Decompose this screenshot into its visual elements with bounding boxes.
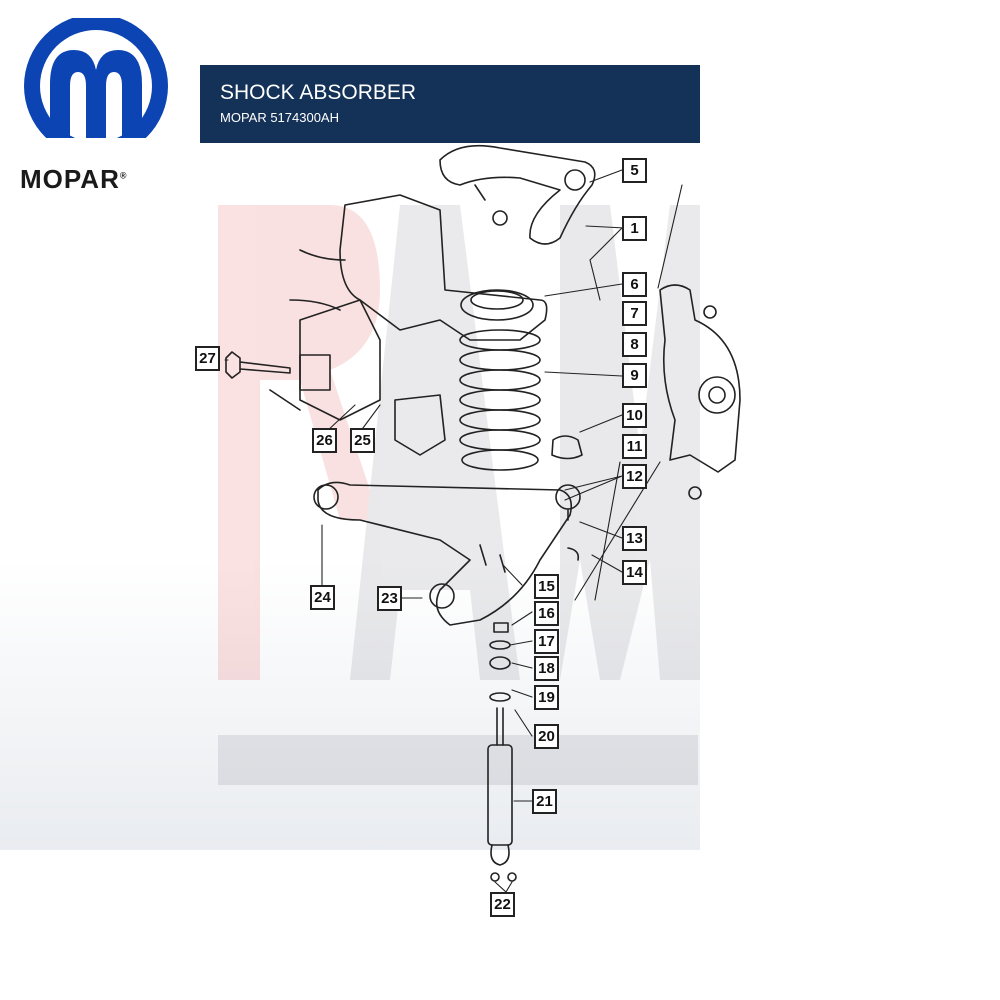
part-title: SHOCK ABSORBER [220, 81, 417, 104]
spring-seat [460, 289, 534, 321]
callout-7: 7 [622, 301, 647, 326]
coil-spring [459, 329, 541, 471]
callout-24: 24 [310, 585, 335, 610]
mopar-wordmark: MOPAR® [20, 164, 128, 194]
bolt-27 [225, 351, 291, 379]
callout-5: 5 [622, 158, 647, 183]
mopar-m-icon [14, 18, 184, 158]
callout-16: 16 [534, 601, 559, 626]
callout-9: 9 [622, 363, 647, 388]
mopar-logo: MOPAR® [14, 18, 184, 194]
part-number: MOPAR 5174300AH [220, 110, 339, 125]
callout-23: 23 [377, 586, 402, 611]
callout-20: 20 [534, 724, 559, 749]
steering-knuckle [659, 284, 741, 473]
callout-27: 27 [195, 346, 220, 371]
shock-rod [496, 707, 504, 746]
callout-19: 19 [534, 685, 559, 710]
nut-22-right [507, 872, 517, 882]
callout-11: 11 [622, 434, 647, 459]
callout-17: 17 [534, 629, 559, 654]
frame-rail [299, 299, 381, 421]
callout-13: 13 [622, 526, 647, 551]
jounce-bumper [551, 435, 583, 460]
upper-ball-joint [564, 169, 586, 191]
callout-15: 15 [534, 574, 559, 599]
retainer-19 [489, 692, 511, 702]
knuckle-nut-lower [688, 486, 702, 500]
background-gradient-panel [0, 560, 700, 850]
insulator-18 [489, 656, 511, 670]
callout-26: 26 [312, 428, 337, 453]
lower-ball-joint [555, 484, 581, 510]
lower-arm-bushing-rear [429, 583, 455, 609]
callout-1: 1 [622, 216, 647, 241]
callout-21: 21 [532, 789, 557, 814]
leader-lines [224, 169, 683, 893]
callout-18: 18 [534, 656, 559, 681]
callout-8: 8 [622, 332, 647, 357]
callout-12: 12 [622, 464, 647, 489]
shock-body [487, 744, 513, 846]
bracket-25 [394, 394, 446, 456]
nut-16 [493, 622, 509, 633]
nut-22-left [490, 872, 500, 882]
callout-25: 25 [350, 428, 375, 453]
callout-6: 6 [622, 272, 647, 297]
callout-10: 10 [622, 403, 647, 428]
part-header: SHOCK ABSORBER MOPAR 5174300AH [200, 65, 700, 143]
lower-arm-bushing-front [313, 484, 339, 510]
callout-14: 14 [622, 560, 647, 585]
upper-control-arm [439, 144, 596, 245]
callout-22: 22 [490, 892, 515, 917]
lower-control-arm [317, 481, 573, 626]
shock-eye-mount [490, 844, 510, 866]
knuckle-nut-upper [703, 305, 717, 319]
frame-bracket [339, 194, 548, 341]
snap-ring [567, 547, 580, 561]
